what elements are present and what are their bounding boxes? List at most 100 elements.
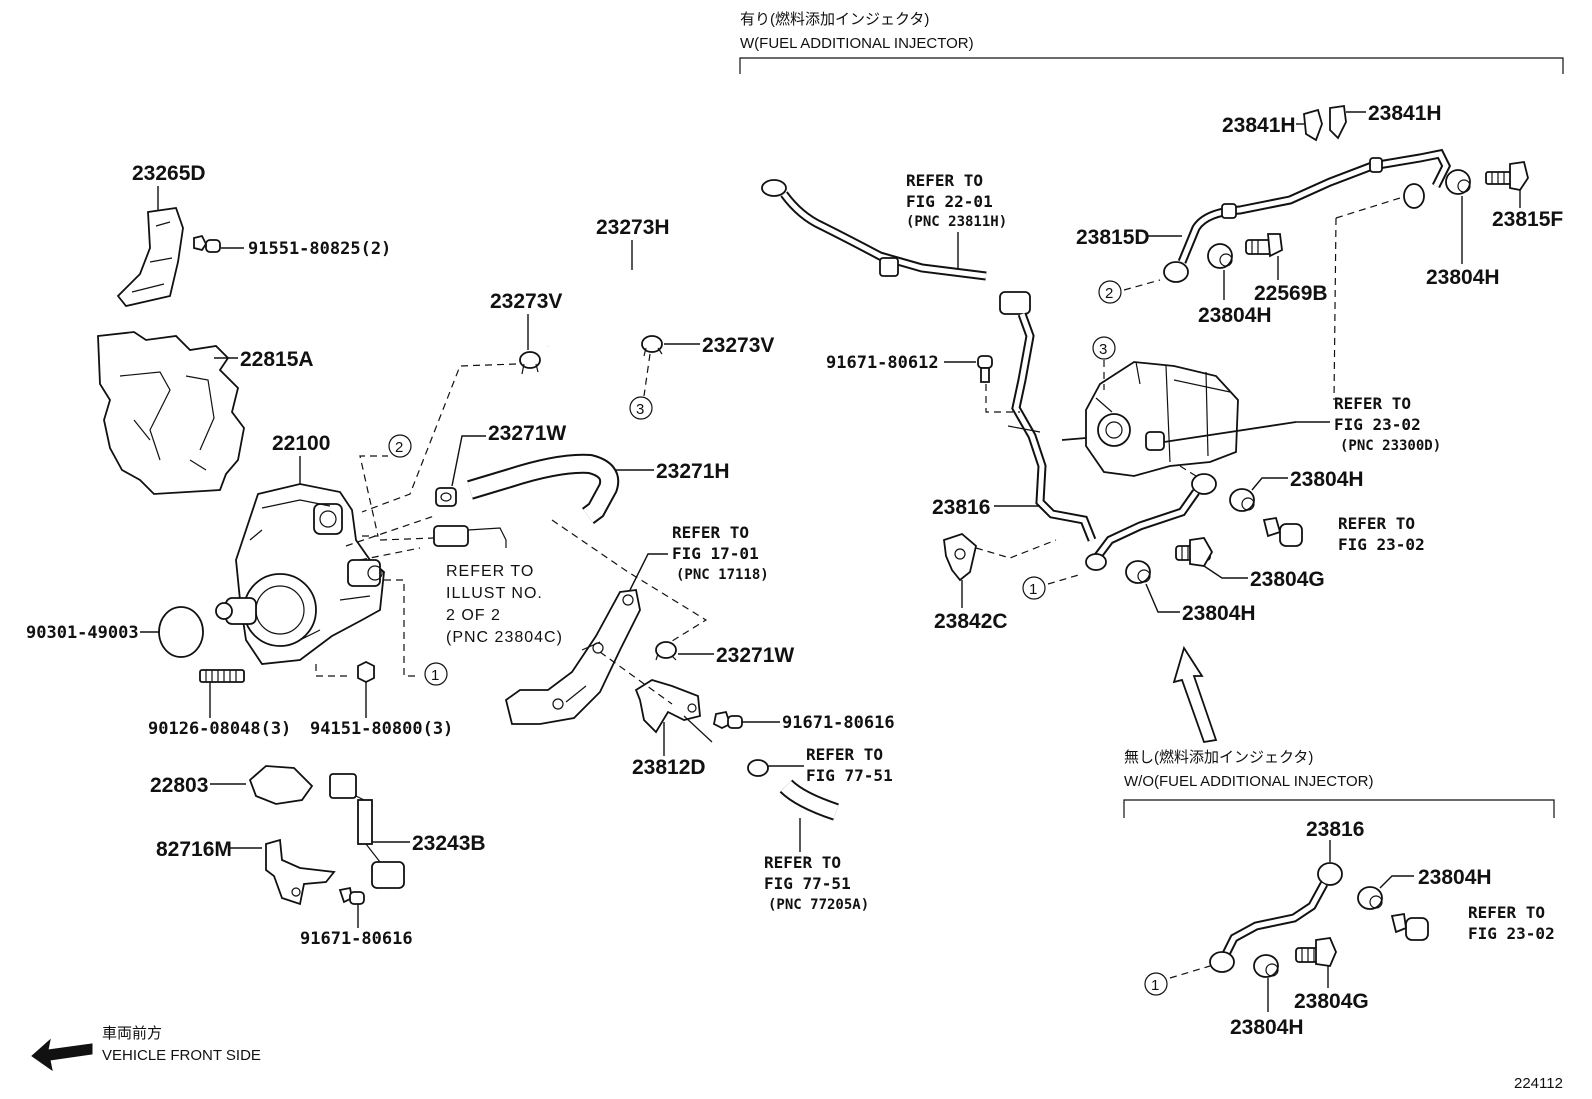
callout-1-without xyxy=(1144,972,1168,996)
svg-text:2: 2 xyxy=(1105,285,1113,302)
o-ring-90301 xyxy=(158,606,204,658)
label-23243b: 23243B xyxy=(412,832,486,855)
ref-2201-l1: REFER TO xyxy=(906,171,983,190)
svg-text:1: 1 xyxy=(1151,977,1159,994)
stud-90126 xyxy=(199,669,245,683)
label-23804g: 23804G xyxy=(1250,568,1325,591)
ref-2201-l3: (PNC 23811H) xyxy=(906,214,1007,230)
gasket-23804h-c xyxy=(1229,488,1255,512)
ref-illust-l3: 2 OF 2 xyxy=(446,607,501,624)
label-23841h-b: 23841H xyxy=(1368,102,1442,125)
insulator-22815a xyxy=(97,331,245,495)
ref-2302b-l2: FIG 23-02 xyxy=(1338,535,1425,554)
front-marker-jp: 車両前方 xyxy=(102,1025,162,1042)
direction-up-arrow-icon xyxy=(1172,645,1218,744)
label-23812d: 23812D xyxy=(632,756,706,779)
label-94151-80800: 94151-80800(3) xyxy=(310,719,453,739)
ref-2302b-l1: REFER TO xyxy=(1338,514,1415,533)
pipe-injector-lower xyxy=(1085,473,1217,571)
gasket-23804h-a xyxy=(1207,243,1233,269)
bolt-91671-80616-c xyxy=(338,886,365,905)
gasket-23804h-without-b xyxy=(1253,954,1279,978)
ref-2201-l2: FIG 22-01 xyxy=(906,192,993,211)
vehicle-front-arrow-icon xyxy=(31,1038,93,1072)
clamp-23271w-b xyxy=(655,641,677,661)
cover-22803 xyxy=(248,765,314,805)
bracket-23265d xyxy=(116,207,184,308)
label-23841h-a: 23841H xyxy=(1222,114,1296,137)
ref-illust-l1: REFER TO xyxy=(446,563,534,580)
figure-number: 224112 xyxy=(1514,1075,1563,1092)
label-23804h-a: 23804H xyxy=(1198,304,1272,327)
bracket-82716m xyxy=(265,838,336,906)
label-91551-80825: 91551-80825(2) xyxy=(248,239,391,259)
label-23265d: 23265D xyxy=(132,162,206,185)
fuel-pipe-fitting xyxy=(433,525,469,547)
pipe-23816-without xyxy=(1209,862,1343,973)
pipe-fig-22-01 xyxy=(761,179,987,281)
label-22100: 22100 xyxy=(272,432,330,455)
gasket-23804h-b xyxy=(1445,169,1471,195)
ref-1701-l3: (PNC 17118) xyxy=(676,567,769,583)
label-23816-without: 23816 xyxy=(1306,818,1364,841)
svg-text:2: 2 xyxy=(395,439,403,456)
callout-1-left xyxy=(424,662,448,686)
section-without-injector: W/O(FUEL ADDITIONAL INJECTOR) xyxy=(1124,773,1373,790)
pipe-23815d xyxy=(1163,148,1452,283)
bolt-91671-80612 xyxy=(977,355,993,383)
callout-1-right xyxy=(1022,576,1046,600)
callout-2-left xyxy=(388,434,412,458)
label-23271h: 23271H xyxy=(656,460,730,483)
clamp-23273v-a xyxy=(519,351,541,375)
label-23804h-without-b: 23804H xyxy=(1230,1016,1304,1039)
fuel-pump-22100 xyxy=(215,483,385,665)
label-23804h-without-a: 23804H xyxy=(1418,866,1492,889)
without-injector-bracket xyxy=(1123,799,1555,818)
ref-illust-l2: ILLUST NO. xyxy=(446,585,543,602)
label-22815a: 22815A xyxy=(240,348,314,371)
label-23271w-a: 23271W xyxy=(488,422,566,445)
bracket-fig-17-01 xyxy=(504,589,641,725)
label-23804h-c: 23804H xyxy=(1290,468,1364,491)
label-90301-49003: 90301-49003 xyxy=(26,623,139,643)
ref-7751b-l2: FIG 77-51 xyxy=(764,874,851,893)
bolt-91551 xyxy=(193,234,221,253)
label-23273v-a: 23273V xyxy=(490,290,562,313)
ref-2302a-l1: REFER TO xyxy=(1334,394,1411,413)
gasket-23804h-without-a xyxy=(1357,886,1383,910)
clip-23841h-a xyxy=(1303,108,1323,142)
ref-7751a-l1: REFER TO xyxy=(806,745,883,764)
union-bolt-fig-23-02 xyxy=(1262,516,1303,547)
callout-2-right xyxy=(1098,280,1122,304)
pipe-23816 xyxy=(999,291,1097,542)
bracket-23812d xyxy=(634,679,713,743)
clip-23842c xyxy=(943,532,977,582)
label-91671-80616-b: 91671-80616 xyxy=(782,713,895,733)
bolt-23804g-without xyxy=(1295,937,1337,967)
label-23815d: 23815D xyxy=(1076,226,1150,249)
label-23804h-b: 23804H xyxy=(1426,266,1500,289)
label-23273v-b: 23273V xyxy=(702,334,774,357)
clamp-fig-77-51 xyxy=(747,759,769,777)
bolt-22569b xyxy=(1245,233,1283,258)
ref-7751b-l3: (PNC 77205A) xyxy=(768,897,869,913)
with-injector-bracket xyxy=(739,57,1564,74)
bolt-91671-80616-b xyxy=(712,710,743,730)
sensor-23243b xyxy=(329,773,405,889)
label-23271w-b: 23271W xyxy=(716,644,794,667)
label-90126-08048: 90126-08048(3) xyxy=(148,719,291,739)
label-23273h: 23273H xyxy=(596,216,670,239)
section-without-injector-jp: 無し(燃料添加インジェクタ) xyxy=(1124,748,1313,766)
section-with-injector-jp: 有り(燃料添加インジェクタ) xyxy=(740,10,929,28)
label-82716m: 82716M xyxy=(156,838,232,861)
callout-3-hose xyxy=(629,396,653,420)
svg-text:3: 3 xyxy=(636,401,644,418)
front-marker-en: VEHICLE FRONT SIDE xyxy=(102,1047,261,1064)
ref-2302c-l1: REFER TO xyxy=(1468,903,1545,922)
callout-3-injector xyxy=(1092,336,1116,360)
label-23804h-d: 23804H xyxy=(1182,602,1256,625)
svg-text:3: 3 xyxy=(1099,341,1107,358)
bolt-23804g xyxy=(1175,537,1214,567)
